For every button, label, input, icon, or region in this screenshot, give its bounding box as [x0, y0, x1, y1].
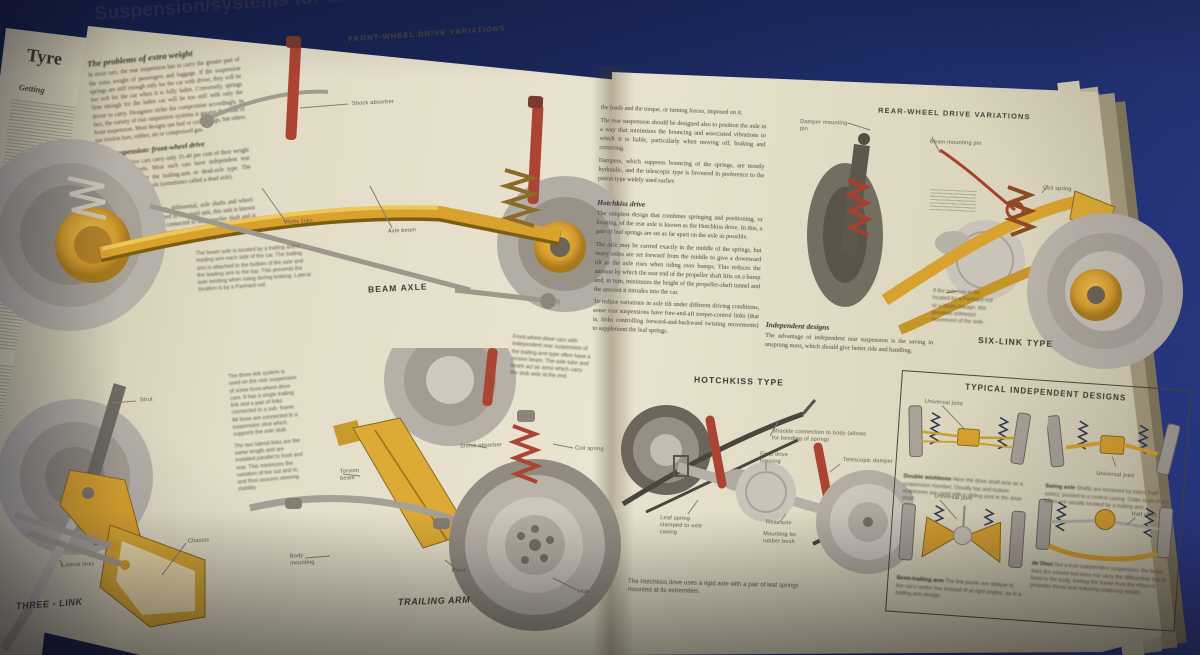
label-rear-axle: Rear axle	[765, 519, 792, 527]
left-coil-spring	[844, 178, 873, 237]
subframe	[249, 495, 477, 532]
u-bolt	[673, 455, 689, 477]
rwd-note: If the axle has to be located by a Panha…	[931, 288, 993, 326]
mini-diagram-de-dion	[1035, 498, 1174, 562]
front-wheel	[621, 405, 711, 495]
shackle	[801, 399, 817, 415]
label-torsion-beam: Torsion beam	[339, 467, 360, 482]
label-hub: Hub	[577, 588, 589, 596]
panel-independent-designs: TYPICAL INDEPENDENT DESIGNS	[885, 370, 1192, 632]
label-damper-pin: Damper mounting pin	[799, 119, 848, 133]
upper-link	[204, 89, 329, 122]
pivot-bush	[285, 498, 302, 509]
pivot-bush	[433, 518, 450, 529]
label-lateral-links: Lateral links	[61, 561, 95, 569]
mini-diagram-semi-trailing-arm	[898, 499, 1026, 569]
upper-shock	[482, 348, 498, 406]
upper-arm	[881, 195, 1082, 306]
label-axle-beam: Axle beam	[387, 227, 417, 235]
rear-wheel	[816, 470, 913, 574]
shock-absorber-left	[285, 35, 302, 141]
coil-spring-left	[67, 176, 107, 220]
label-ta-shock: Shock absorber	[459, 442, 503, 450]
label-rubber-bush: Mounting for rubber bush	[762, 531, 797, 546]
final-drive-housing	[736, 462, 796, 522]
label-body-mounting: Body mounting	[289, 553, 315, 567]
label-coil-spring: Coil spring	[574, 445, 604, 453]
telescopic-damper	[705, 415, 727, 489]
lateral-link	[27, 530, 126, 568]
diagram-trailing-arm	[249, 348, 621, 631]
coil-spring-damper	[508, 410, 543, 484]
rear-wheel	[449, 459, 621, 631]
label-pivot: Pivot	[451, 567, 466, 575]
right-column-text: the loads and the torque, or turning for…	[592, 104, 767, 345]
axle-beam	[98, 205, 562, 259]
right-column-para: Dampers, which suppress bouncing of the …	[598, 156, 765, 185]
trailing-arm-side-note: Front-wheel-drive cars with independent …	[510, 334, 591, 381]
diagram-beam-axle	[0, 35, 620, 331]
leaf-spring	[621, 411, 804, 507]
label-strut: Strut	[139, 396, 153, 404]
label-final-drive: Final drive housing	[759, 451, 789, 465]
right-column-para: To reduce variations in axle tilt under …	[592, 298, 760, 336]
right-wheel	[1027, 213, 1183, 369]
left-brake-drum	[0, 139, 166, 331]
rwd-small-note-lines	[929, 189, 977, 213]
label-leaf-spring: Leaf spring clamped to axle casing	[659, 515, 703, 536]
diagram-six-link	[807, 122, 1183, 369]
coil-spring-right	[499, 168, 541, 228]
diagram-three-link	[0, 383, 206, 652]
upper-wheel	[384, 348, 516, 446]
label-chassis: Chassis	[187, 537, 210, 545]
label-six-coil-spring: Coil spring	[1042, 185, 1072, 193]
panhard-rod	[149, 203, 471, 293]
caption-beam-axle-text: The beam axle is located by a trailing a…	[195, 243, 312, 294]
mini-diagram-double-wishbone	[908, 405, 1031, 465]
lateral-link	[14, 512, 116, 550]
panel-item-name: de Dion	[1031, 560, 1054, 569]
diagram-hotchkiss	[621, 399, 913, 574]
right-column-para: The axle may be carried exactly in the m…	[593, 240, 762, 296]
mini-diagram-swing-axle	[1046, 415, 1181, 476]
coil-spring	[1003, 185, 1038, 237]
panel-item-text: Here the drive shaft acts as a suspensio…	[901, 476, 1024, 503]
right-column-para: The rear suspension should be designed a…	[599, 116, 767, 152]
left-damper	[840, 143, 870, 257]
right-column-para: The simplest design that combines spring…	[595, 209, 763, 241]
spread-title: Suspension/systems for the rear wheels	[94, 0, 470, 25]
